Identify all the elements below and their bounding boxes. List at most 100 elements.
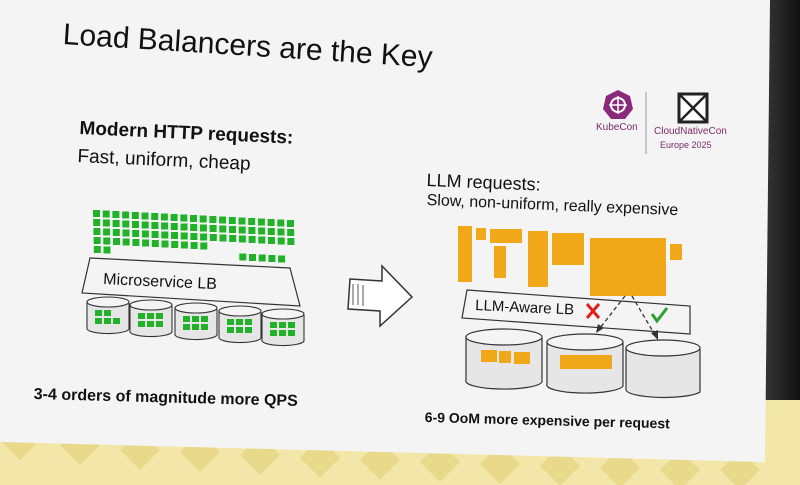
http-request [257,218,265,226]
llm-request [494,246,506,278]
http-request [142,239,150,247]
http-request [277,219,285,227]
red-x-icon [585,303,601,319]
http-request [249,254,256,261]
http-request [102,219,110,227]
http-request [190,233,198,240]
http-request [267,228,275,235]
http-request [93,246,101,253]
http-request [219,216,227,224]
http-request [209,225,217,232]
microservice-server [261,308,305,347]
http-request [209,216,217,223]
http-request [238,217,246,225]
http-request [103,237,111,245]
http-request [112,229,120,236]
llm-server [465,328,543,390]
http-request [180,214,188,222]
http-request [268,255,276,262]
http-request [131,212,139,219]
http-request [132,221,139,228]
http-request [93,228,101,235]
http-request [132,239,140,246]
http-request [161,240,169,248]
http-request [170,214,178,221]
http-request [103,228,111,236]
cloudnativecon-label: CloudNativeCon [654,126,727,137]
kubecon-logo-icon [603,90,633,119]
http-request [93,210,100,217]
http-request [239,253,247,261]
http-request [122,238,130,246]
event-label: Europe 2025 [660,140,712,150]
http-request [190,224,198,231]
http-request [151,231,159,238]
llm-request [590,238,666,296]
microservice-lb-shape [81,257,301,307]
http-request [287,238,295,245]
http-request [248,236,256,243]
http-request [258,254,266,262]
http-request [248,218,256,225]
http-request [267,219,275,226]
http-request [287,220,294,227]
http-request [122,220,130,228]
http-request [180,223,188,231]
http-request [200,242,208,250]
http-request [229,235,237,242]
http-request [170,223,178,230]
http-request [103,246,111,254]
http-request [277,237,285,245]
llm-aware-lb-label: LLM-Aware LB [475,297,575,318]
microservice-servers [86,296,305,347]
http-request [151,213,159,220]
http-request [258,227,266,235]
http-request [180,241,188,249]
http-request [151,222,159,229]
llm-request [528,231,548,287]
http-request [113,238,120,245]
llm-request [458,226,472,282]
http-request [219,234,227,242]
http-request [160,213,168,221]
microservice-server [129,299,173,338]
llm-server [625,339,701,399]
http-request [102,210,110,218]
http-request [287,229,295,236]
http-request [209,234,217,241]
llm-request-blocks [458,226,682,296]
http-request [180,232,188,240]
microservice-server [218,305,262,344]
http-request [199,215,207,223]
llm-server [546,333,624,394]
microservice-lb-label: Microservice LB [103,271,217,293]
http-request [141,221,149,229]
http-request [93,237,101,244]
llm-request [490,229,522,243]
llm-request [476,228,486,240]
http-request [238,226,246,234]
cloudnativecon-logo-icon [677,92,709,124]
llm-request [552,233,584,265]
http-request [278,255,286,263]
http-request [141,212,149,220]
llm-aware-lb-shape [461,289,691,335]
routing-arrows [596,295,658,340]
http-request [161,222,169,230]
http-request [277,228,285,236]
microservice-server [174,302,218,341]
llm-request [670,244,682,260]
http-request [171,241,179,248]
green-check-icon [650,307,669,324]
http-request [93,219,101,226]
http-request [219,225,227,233]
conference-logos: KubeCon CloudNativeCon Europe 2025 [592,88,742,160]
http-request [141,230,149,238]
http-request [122,229,130,237]
http-request [228,217,236,224]
http-request [268,237,275,244]
http-request [151,240,159,247]
http-request [132,230,140,237]
